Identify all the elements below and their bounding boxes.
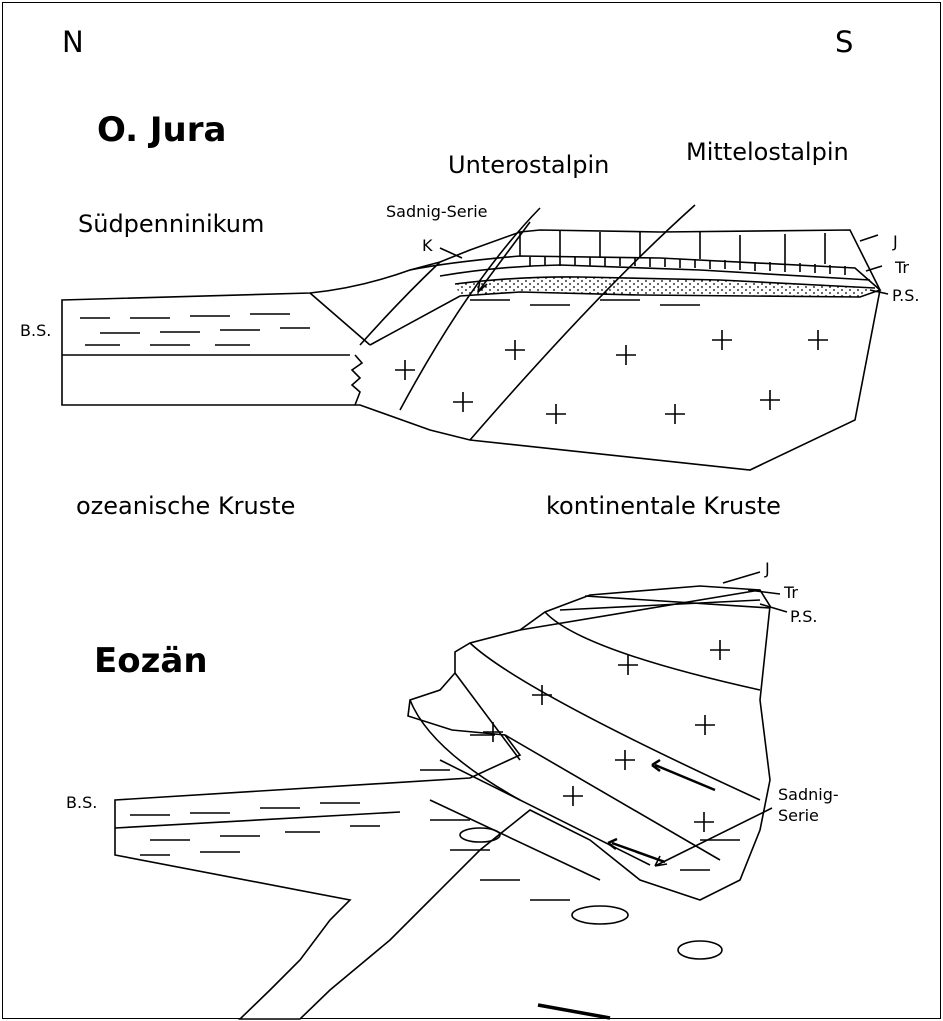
label-ozeanische-kruste: ozeanische Kruste [76,492,295,520]
label-mittelostalpin: Mittelostalpin [686,138,849,166]
label-j-bottom: J [764,559,770,578]
label-tr-bottom: Tr [783,583,798,602]
label-j-top: J [892,232,898,251]
label-sadnig-bottom-1: Sadnig- [778,785,839,804]
label-suedpenninikum: Südpenninikum [78,210,264,238]
label-kontinentale-kruste: kontinentale Kruste [546,492,781,520]
top-basin-slab [62,230,880,470]
top-section [62,205,888,470]
north-label: N [62,25,84,59]
south-label: S [835,25,853,59]
top-title: O. Jura [97,110,226,150]
label-ps-top: P.S. [892,286,919,305]
label-ps-bottom: P.S. [790,607,817,626]
label-sadnig-bottom-2: Serie [778,806,819,825]
label-bs-top: B.S. [20,321,51,340]
label-unterostalpin: Unterostalpin [448,151,609,179]
label-sadnig-serie-top: Sadnig-Serie [386,202,488,221]
label-tr-top: Tr [894,258,909,277]
label-bs-bottom: B.S. [66,793,97,812]
bottom-title: Eozän [94,641,208,681]
bottom-basin-slab [115,586,770,1019]
bottom-section [115,572,787,1019]
label-k: K [422,236,433,255]
